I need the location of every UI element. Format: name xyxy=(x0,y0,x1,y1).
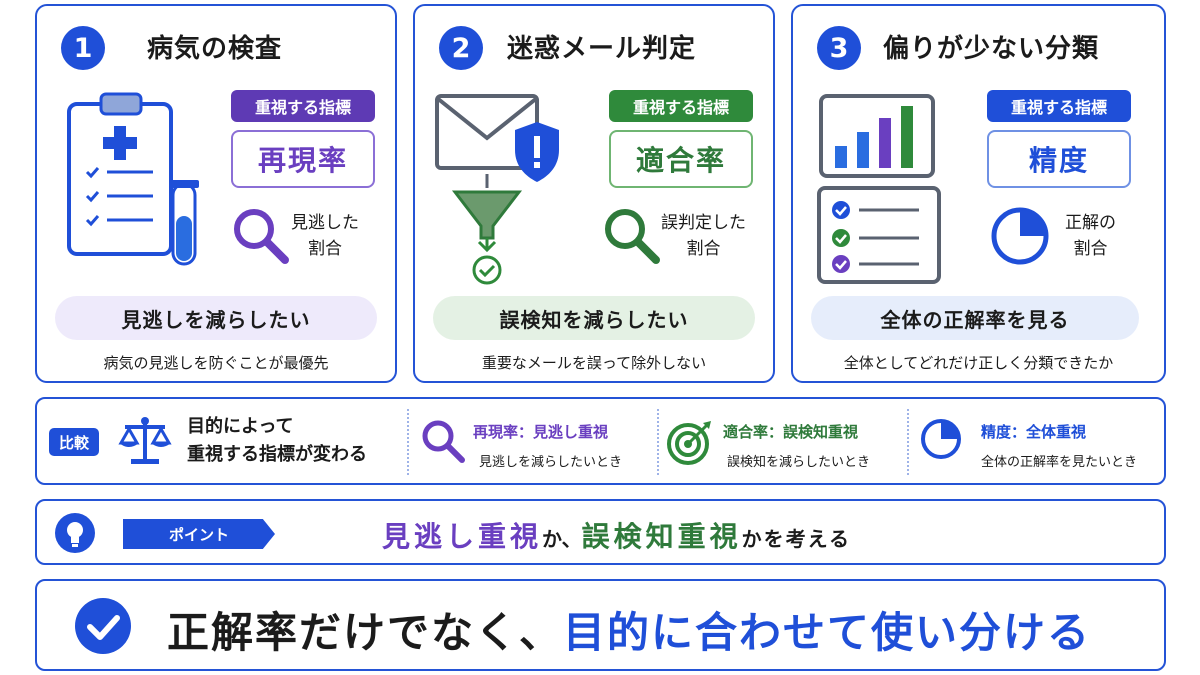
card-title: 迷惑メール判定 xyxy=(507,34,697,64)
comparison-strip: 比較 目的によって 重視する指標が変わる 再現率：見逃し重視 見逃しを減らしたい… xyxy=(35,397,1166,485)
conclusion-part2: 目的に合わせて使い分ける xyxy=(563,608,1092,657)
sub-label-line1: 正解の xyxy=(1065,213,1116,233)
recall-summary-sub: 見逃しを減らしたいとき xyxy=(479,455,623,470)
comparison-tag: 比較 xyxy=(49,428,99,456)
magnifier-icon xyxy=(605,209,660,264)
pie-quarter-icon xyxy=(921,419,961,459)
envelope-shield-funnel-icon xyxy=(435,94,559,285)
conclusion-text: 正解率だけでなく、目的に合わせて使い分ける xyxy=(167,599,1091,660)
card-title: 偏りが少ない分類 xyxy=(883,34,1100,64)
lightbulb-icon xyxy=(55,513,95,553)
badge-key-metric: 重視する指標 xyxy=(231,90,375,122)
card-spam-filter: 2 迷惑メール判定 重視する指標 適合率 誤判定した 割合 誤検知を減らしたい … xyxy=(413,4,775,383)
point-tag: ポイント xyxy=(123,519,275,549)
target-icon xyxy=(667,421,711,465)
check-circle-icon xyxy=(75,598,131,654)
card-number: 1 xyxy=(61,26,105,70)
point-precision-focus: 誤検知重視 xyxy=(581,520,742,553)
recall-summary-title: 再現率：見逃し重視 xyxy=(473,423,609,441)
sub-label-line1: 見逃した xyxy=(291,213,359,233)
precision-summary-title: 適合率：誤検知重視 xyxy=(723,423,859,441)
sub-label: 正解の 割合 xyxy=(1065,210,1116,262)
magnifier-icon xyxy=(234,209,289,264)
badge-key-metric: 重視する指標 xyxy=(987,90,1131,122)
sub-label-line1: 誤判定した xyxy=(661,213,746,233)
metric-accuracy: 精度 xyxy=(987,130,1131,188)
card-number: 3 xyxy=(817,26,861,70)
point-strip: ポイント 見逃し重視か、誤検知重視かを考える xyxy=(35,499,1166,565)
metric-recall: 再現率 xyxy=(231,130,375,188)
card-description: 病気の見逃しを防ぐことが最優先 xyxy=(103,354,329,372)
comparison-main-text: 目的によって 重視する指標が変わる xyxy=(187,413,367,469)
sub-label: 見逃した 割合 xyxy=(291,210,359,262)
card-balanced-classification: 3 偏りが少ない分類 重視する指標 精度 正解の 割合 全体の正解率を見る 全体… xyxy=(791,4,1166,383)
sub-label-line2: 割合 xyxy=(308,239,342,259)
sub-label: 誤判定した 割合 xyxy=(661,210,746,262)
card-number: 2 xyxy=(439,26,483,70)
conclusion-strip: 正解率だけでなく、目的に合わせて使い分ける xyxy=(35,579,1166,671)
comparison-main-line2: 重視する指標が変わる xyxy=(187,444,367,465)
magnifier-icon xyxy=(422,420,465,463)
accuracy-summary-title: 精度：全体重視 xyxy=(981,423,1087,441)
scale-icon xyxy=(118,417,172,464)
sub-label-line2: 割合 xyxy=(686,239,721,259)
clipboard-test-tube-icon xyxy=(67,92,199,266)
card-title: 病気の検査 xyxy=(147,34,283,64)
divider xyxy=(657,409,659,475)
divider xyxy=(907,409,909,475)
point-connector: か、 xyxy=(542,527,582,551)
goal-pill: 見逃しを減らしたい xyxy=(55,296,377,340)
sub-label-line2: 割合 xyxy=(1073,239,1108,259)
card-description: 重要なメールを誤って除外しない xyxy=(481,354,707,372)
badge-key-metric: 重視する指標 xyxy=(609,90,753,122)
point-text: 見逃し重視か、誤検知重視かを考える xyxy=(382,515,851,555)
comparison-main-line1: 目的によって xyxy=(187,416,294,437)
goal-pill: 誤検知を減らしたい xyxy=(433,296,755,340)
precision-summary-sub: 誤検知を減らしたいとき xyxy=(727,455,871,470)
bar-chart-checklist-icon xyxy=(817,94,941,284)
accuracy-summary-sub: 全体の正解率を見たいとき xyxy=(981,455,1138,470)
divider xyxy=(407,409,409,475)
conclusion-part1: 正解率だけでなく、 xyxy=(167,608,564,657)
card-description: 全体としてどれだけ正しく分類できたか xyxy=(843,354,1114,372)
metric-precision: 適合率 xyxy=(609,130,753,188)
point-recall-focus: 見逃し重視 xyxy=(382,520,543,553)
pie-quarter-icon xyxy=(991,207,1049,265)
card-disease-test: 1 病気の検査 重視する指標 再現率 見逃した 割合 見逃しを減らしたい 病気の… xyxy=(35,4,397,383)
goal-pill: 全体の正解率を見る xyxy=(811,296,1139,340)
point-tail: かを考える xyxy=(741,527,852,551)
